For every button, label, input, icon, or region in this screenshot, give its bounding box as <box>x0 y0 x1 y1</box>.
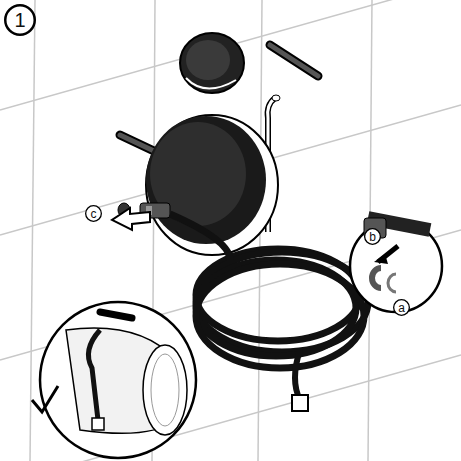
step-number-text: 1 <box>14 10 25 30</box>
callout-letter: c <box>85 205 102 222</box>
callout-letter-text: c <box>91 208 97 220</box>
callout-letter: b <box>364 228 381 245</box>
callout-letter-text: a <box>398 302 405 314</box>
callout-letter-text: b <box>369 231 376 243</box>
step-number: 1 <box>4 4 36 36</box>
detail-magnifier <box>350 218 442 312</box>
hose-coil <box>170 214 368 400</box>
hose-nut <box>292 395 308 411</box>
callout-letter: a <box>393 299 410 316</box>
holder-rod <box>270 45 318 76</box>
check-magnifier <box>32 302 196 458</box>
insert-arrow <box>112 208 150 230</box>
wall-cap <box>180 33 244 93</box>
